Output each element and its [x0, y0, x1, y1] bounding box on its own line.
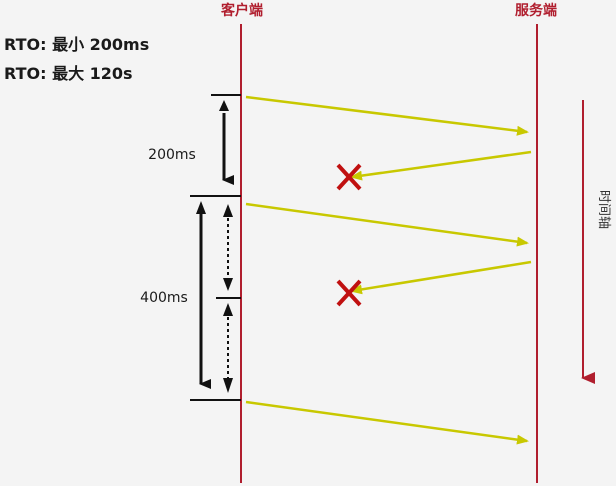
packet-3-arrow	[245, 400, 529, 445]
packet-1-arrow	[245, 95, 529, 136]
lost-cross-icon	[336, 163, 362, 191]
lost-cross-icon	[336, 279, 362, 307]
interval-400-label: 400ms	[140, 290, 188, 306]
server-label: 服务端	[515, 2, 557, 19]
client-label: 客户端	[220, 2, 263, 19]
rto-min-text: RTO: 最小 200ms	[4, 35, 149, 54]
half-2-bottom-head	[223, 378, 233, 393]
interval-200-top-head	[219, 100, 229, 111]
half-2-top-head	[223, 303, 233, 316]
rto-max-text: RTO: 最大 120s	[4, 64, 133, 83]
ack-2-lost-arrow	[350, 260, 532, 295]
time-axis-label: 时间轴	[596, 190, 611, 229]
ack-1-lost-arrow	[350, 150, 532, 181]
interval-400-top-head	[196, 201, 206, 214]
interval-200-label: 200ms	[148, 147, 196, 163]
half-1-top-head	[223, 204, 233, 217]
packet-2-arrow	[245, 202, 529, 247]
half-1-bottom-head	[223, 278, 233, 291]
